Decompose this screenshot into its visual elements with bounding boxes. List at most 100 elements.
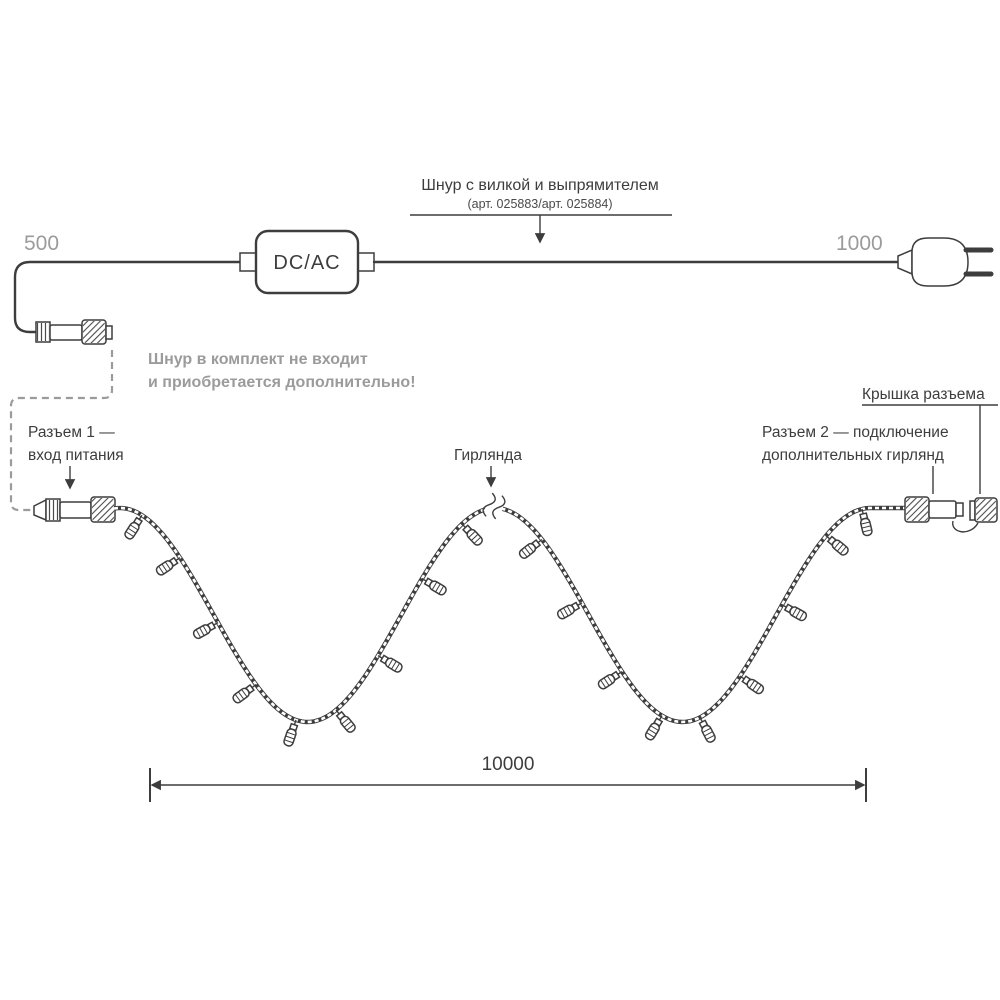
led-lamp-part [603, 677, 610, 686]
connector1-ridge-texture [47, 500, 59, 520]
cord-callout: Шнур с вилкой и выпрямителем (арт. 02588… [410, 177, 672, 244]
led-lamp [283, 719, 299, 747]
connector-tip [105, 325, 113, 340]
connector-barrel [49, 324, 83, 341]
led-lamp-part [600, 679, 607, 689]
led-lamp-part [127, 527, 137, 534]
led-lamp-part [346, 724, 355, 731]
led-lamp [518, 538, 543, 559]
led-lamp-part [202, 625, 209, 634]
led-lamp [155, 556, 181, 576]
led-lamp [644, 715, 664, 741]
garland-wire-twist [113, 506, 906, 724]
led-lamp-part [286, 731, 296, 736]
cord-left-connector [35, 319, 113, 345]
led-lamp-part [646, 732, 655, 738]
led-lamp-part [468, 530, 476, 538]
total-length-dimension: 10000 [149, 754, 867, 802]
note-line-2: и приобретается дополнительно! [148, 374, 416, 391]
led-lamp-part [161, 563, 168, 572]
connector1-label-line1: Разъем 1 — [28, 424, 115, 441]
led-lamp [377, 654, 403, 673]
cord-callout-subtitle: (арт. 025883/арт. 025884) [467, 197, 612, 211]
led-lamp-part [195, 629, 202, 638]
connector1-coupling-hatch [92, 498, 114, 521]
converter-label: DC/AC [273, 252, 340, 274]
led-lamp-part [861, 525, 871, 529]
connector2-label-line2: дополнительных гирлянд [762, 447, 944, 464]
dcac-converter: DC/AC [239, 229, 375, 295]
connector1-callout: Разъем 1 — вход питания [28, 424, 124, 490]
connector2-label-line1: Разъем 2 — подключение [762, 424, 949, 441]
led-lamp-part [839, 546, 847, 555]
led-lamp-part [833, 541, 841, 549]
converter-nub-right [357, 252, 375, 272]
connector-cap-hatch [976, 499, 996, 521]
led-lamp [232, 683, 257, 704]
optional-cord-dashed-route [9, 350, 114, 512]
led-lamp-part [438, 585, 445, 595]
led-lamp-part [241, 689, 248, 698]
garland-callout: Гирлянда [454, 447, 522, 488]
led-lamp [556, 601, 583, 620]
wire-break-mask [483, 494, 506, 518]
wire-break-icon [482, 492, 506, 520]
led-lamp-part [752, 682, 759, 691]
led-lamp-part [285, 735, 295, 740]
cap-strap [952, 520, 979, 533]
led-lamp-part [795, 609, 801, 619]
connector-coupling-hatch [83, 321, 105, 343]
led-lamp-part [284, 739, 294, 744]
connector2-callout: Разъем 2 — подключение дополнительных ги… [762, 424, 949, 494]
led-lamp-part [704, 731, 713, 737]
led-lamp-part [860, 521, 870, 525]
led-lamp-part [158, 565, 165, 575]
led-lamp-part [470, 533, 479, 541]
led-lamp-part [473, 536, 482, 544]
led-lamp [461, 523, 483, 546]
led-lamp [421, 577, 447, 596]
led-lamp [781, 603, 808, 622]
total-length-value: 10000 [482, 754, 535, 775]
converter-nub-left [239, 252, 257, 272]
led-lamp-part [521, 549, 528, 558]
led-lamp-part [755, 684, 762, 693]
led-lamp-part [836, 543, 844, 552]
led-lamp [825, 535, 849, 556]
led-lamp-part [748, 680, 755, 689]
led-lamp-part [435, 583, 441, 593]
led-lamp [192, 621, 219, 640]
led-lamp [124, 514, 144, 540]
plug-strain-relief [897, 248, 913, 276]
led-lamp-part [387, 658, 394, 668]
garland-string [113, 505, 906, 747]
connector1-power-input [33, 496, 116, 523]
led-lamp-part [391, 660, 397, 670]
connector1-label-line2: вход питания [28, 447, 124, 464]
wire-break-squiggle [492, 495, 506, 520]
led-lamp [698, 717, 716, 743]
wire-break-squiggle [482, 492, 496, 517]
led-lamp-part [431, 581, 438, 591]
led-lamp-part [129, 524, 139, 531]
connector1-barrel [59, 501, 92, 519]
led-lamp-part [234, 693, 241, 702]
led-lamp-part [563, 607, 569, 617]
garland-wire [113, 505, 906, 725]
led-lamp-part [566, 605, 573, 615]
led-lamp-part [164, 561, 171, 570]
led-lamp-part [650, 725, 659, 731]
connector1-nose [33, 498, 47, 522]
led-lamp-part [125, 531, 134, 538]
cap-callout: Крышка разъема [862, 386, 998, 494]
plug-body [911, 237, 969, 287]
led-lamp [739, 675, 765, 695]
dim-left-label: 500 [24, 232, 59, 255]
led-lamp [335, 709, 356, 733]
led-lamp-part [798, 611, 805, 620]
led-lamp-part [199, 627, 205, 636]
connector-ridge-texture [37, 323, 49, 341]
led-lamp-part [559, 609, 566, 619]
led-lamp-part [791, 607, 798, 617]
